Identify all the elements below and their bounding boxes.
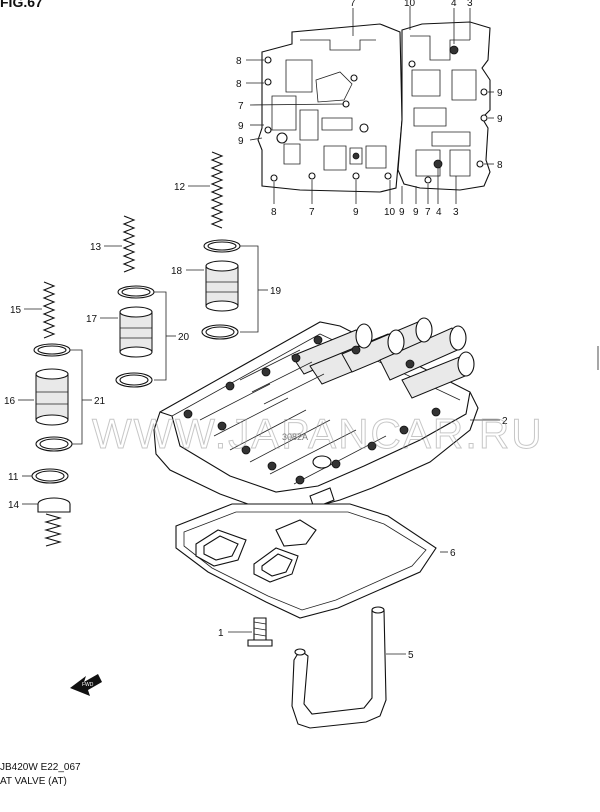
callout-p15: 15 bbox=[10, 305, 22, 316]
callout-b7: 7 bbox=[309, 207, 315, 218]
valve-14: 14 bbox=[8, 497, 71, 547]
plunger-17-assembly: 17 20 bbox=[86, 285, 190, 388]
valve-body-assembly bbox=[153, 317, 479, 513]
callout-l8b: 8 bbox=[236, 79, 242, 90]
oil-strainer: 6 bbox=[175, 503, 456, 619]
upper-plate-callouts: 7 10 4 3 8 8 7 9 9 9 9 8 8 7 9 10 9 9 7 … bbox=[236, 0, 503, 218]
callout-p16: 16 bbox=[4, 396, 16, 407]
spring-13: 13 bbox=[90, 215, 136, 273]
callout-p17: 17 bbox=[86, 314, 98, 325]
bolt-1: 1 bbox=[218, 617, 273, 647]
callout-p14: 14 bbox=[8, 500, 20, 511]
spring-12: 12 bbox=[174, 151, 224, 229]
callout-l7a: 7 bbox=[238, 101, 244, 112]
callout-p5: 5 bbox=[408, 650, 414, 661]
pipe-5: 5 bbox=[291, 606, 414, 729]
callout-l9a: 9 bbox=[238, 121, 244, 132]
clip-11: 11 bbox=[8, 468, 69, 484]
callout-top-10: 10 bbox=[404, 0, 416, 9]
separator-plate bbox=[257, 21, 491, 193]
fwd-label: FWD bbox=[82, 682, 94, 688]
callout-r8: 8 bbox=[497, 160, 503, 171]
callout-b4: 4 bbox=[436, 207, 442, 218]
callout-top-7: 7 bbox=[350, 0, 356, 9]
callout-p12: 12 bbox=[174, 182, 186, 193]
callout-l8a: 8 bbox=[236, 56, 242, 67]
callout-p1: 1 bbox=[218, 628, 224, 639]
callout-b9b: 9 bbox=[399, 207, 405, 218]
fwd-arrow-icon: FWD bbox=[70, 674, 102, 696]
callout-b7b: 7 bbox=[425, 207, 431, 218]
callout-r9a: 9 bbox=[497, 88, 503, 99]
callout-p11: 11 bbox=[8, 472, 19, 483]
callout-b10: 10 bbox=[384, 207, 396, 218]
callout-b8: 8 bbox=[271, 207, 277, 218]
figure-title: FIG.67 bbox=[0, 0, 43, 10]
plunger-18-assembly: 18 19 bbox=[171, 239, 282, 340]
callout-p6: 6 bbox=[450, 548, 456, 559]
watermark: WWW.JAPANCAR.RU bbox=[92, 410, 544, 457]
callout-l9b: 9 bbox=[238, 136, 244, 147]
callout-top-4: 4 bbox=[451, 0, 457, 9]
callout-r9b: 9 bbox=[497, 114, 503, 125]
callout-p21: 21 bbox=[94, 396, 106, 407]
spring-15: 15 bbox=[10, 281, 56, 339]
callout-p2: 2 bbox=[502, 416, 508, 427]
valve-body-callout: 2 bbox=[470, 416, 508, 427]
callout-p19: 19 bbox=[270, 286, 282, 297]
figure-code: JB420W E22_067 bbox=[0, 762, 81, 773]
plunger-16-assembly: 16 21 bbox=[4, 343, 106, 452]
callout-top-3: 3 bbox=[467, 0, 473, 9]
callout-p18: 18 bbox=[171, 266, 183, 277]
callout-b9c: 9 bbox=[413, 207, 419, 218]
callout-b3: 3 bbox=[453, 207, 459, 218]
callout-p13: 13 bbox=[90, 242, 102, 253]
callout-b9: 9 bbox=[353, 207, 359, 218]
callout-p20: 20 bbox=[178, 332, 190, 343]
figure-name: AT VALVE (AT) bbox=[0, 776, 67, 787]
small-code: 3082A bbox=[282, 432, 308, 442]
